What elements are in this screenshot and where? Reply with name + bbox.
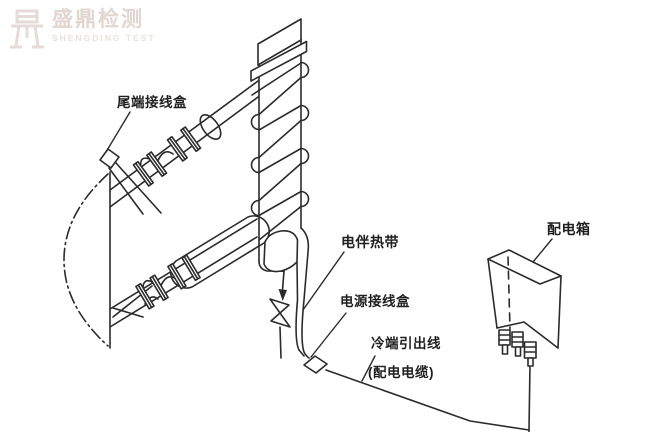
- column-pipe: [258, 38, 302, 272]
- watermark-name-cn: 盛鼎检测: [52, 8, 144, 31]
- label-cold-end-lead: 冷端引出线: [371, 336, 441, 351]
- watermark-logo: 盛鼎检测 SHENGDING TEST: [8, 8, 156, 56]
- label-distribution-cable: (配电电缆): [368, 365, 434, 380]
- label-power-junction-box: 电源接线盒: [340, 294, 410, 309]
- heat-trace-spiral: [250, 61, 310, 241]
- watermark-name-en: SHENGDING TEST: [52, 33, 156, 44]
- pipe-clamp: [132, 126, 202, 187]
- pipe-clamp: [135, 254, 201, 310]
- distribution-box-symbol: [487, 249, 562, 367]
- power-junction-box-symbol: [303, 355, 328, 374]
- label-tail-junction-box: 尾端接线盒: [117, 95, 187, 110]
- shengding-emblem-icon: [10, 9, 44, 49]
- cable-gland: [498, 329, 537, 367]
- tail-junction-box-symbol: [99, 148, 120, 169]
- leader-lines: [105, 111, 553, 382]
- label-heat-trace-band: 电伴热带: [341, 234, 399, 250]
- label-distribution-box: 配电箱: [547, 221, 591, 237]
- column-top-plate: [250, 18, 308, 82]
- cold-end-cable: [325, 363, 531, 432]
- column-bottom-bend: [263, 227, 310, 359]
- drain-valve: [269, 270, 291, 359]
- vessel-outline: [63, 171, 111, 349]
